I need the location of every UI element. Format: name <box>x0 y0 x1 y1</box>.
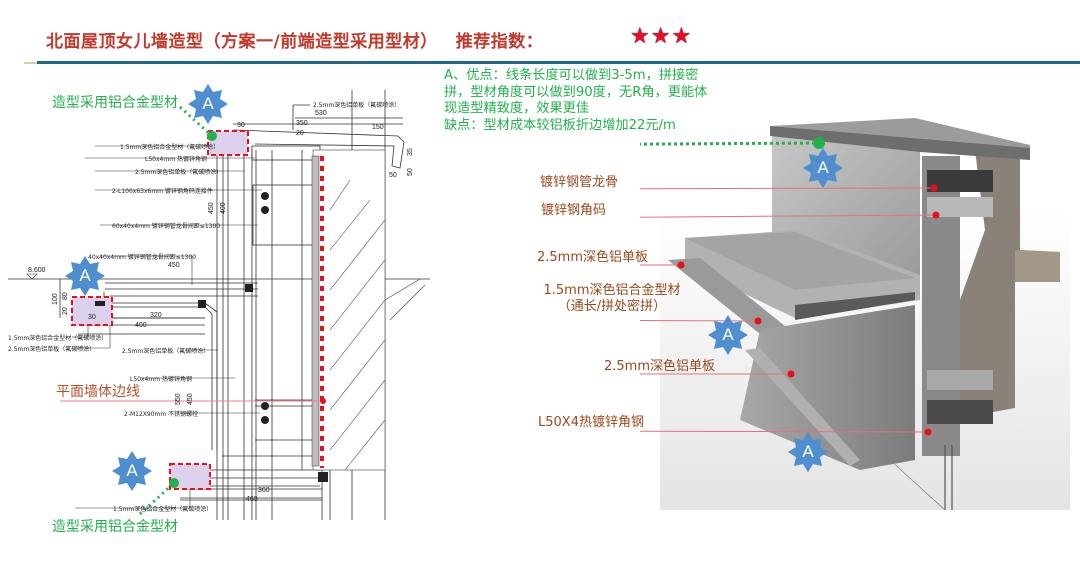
green-callout-bottom <box>138 481 176 516</box>
cad-note: 2.5mm深色铝单板（氟碳喷涂） <box>135 169 223 176</box>
badge-a-icon: A <box>803 148 843 188</box>
cad-note: 1.5mm深色铝合金型材（氟碳喷涂） <box>113 506 213 513</box>
badge-letter: A <box>722 325 734 344</box>
badge-letter: A <box>817 158 829 177</box>
dimension-label: 460 <box>246 496 258 503</box>
dimension-label: 360 <box>258 487 270 494</box>
cad-note: 2-M12X90mm 不锈钢螺栓 <box>124 411 199 418</box>
pros-line: 拼，型材角度可以做到90度，无R角，更能体 <box>444 84 708 100</box>
cad-note: 2-L100x63x6mm 镀锌钢角码连接件 <box>112 188 213 195</box>
cad-note: 2.5mm深色铝单板（氟碳喷涂） <box>8 346 96 353</box>
callout-top-profile: 造型采用铝合金型材 <box>52 95 178 111</box>
cad-note: 2.5mm深色铝单板（氟碳喷涂） <box>313 102 401 109</box>
dimension-label: 530 <box>315 110 327 117</box>
label-galvanized-angle-code: 镀锌钢角码 <box>541 203 607 218</box>
dimension-label: 30 <box>237 122 245 129</box>
level-mark: 8.600 <box>28 267 46 274</box>
header-rule <box>37 61 1080 64</box>
dimension-label: 450 <box>187 393 194 405</box>
cad-note: 1.5mm深色铝合金型材（氟碳喷涂） <box>120 144 220 151</box>
green-callout-top <box>178 105 214 138</box>
dimension-label: 50 <box>389 172 397 179</box>
pros-line: 现造型精致度，效果更佳 <box>444 101 590 116</box>
badge-a-icon: A <box>112 451 152 491</box>
cons-line: 缺点：型材成本较铝板折边增加22元/m <box>444 117 676 133</box>
pros-line: A、优点：线条长度可以做到3-5m，拼接密 <box>444 68 699 83</box>
label-aluminum-profile-line2: （通长/拼处密拼） <box>557 299 667 314</box>
dimension-label: 450 <box>208 202 215 214</box>
cad-note: 60x40x4mm 镀锌钢管龙骨间距≤1300 <box>112 223 221 230</box>
cad-note: 40x40x4mm 镀锌钢管龙骨间距≤1300 <box>88 254 197 261</box>
render-3d-illustration <box>640 118 1070 511</box>
label-aluminum-profile-line1: 1.5mm深色铝合金型材 <box>543 283 681 298</box>
title-text: 北面屋顶女儿墙造型（方案一/前端造型采用型材） <box>46 32 438 52</box>
dimension-label: 50 <box>407 168 414 176</box>
badge-a-icon: A <box>65 256 105 296</box>
dimension-label: 400 <box>220 202 227 214</box>
dimension-label: 350 <box>296 120 308 127</box>
rating-label: 推荐指数： <box>455 32 544 52</box>
profile-highlight-mid <box>71 296 113 326</box>
badge-letter: A <box>79 266 91 285</box>
dimension-label: 450 <box>168 262 180 269</box>
tray-edge-profile <box>668 258 790 334</box>
dimension-label: 550 <box>175 393 182 405</box>
badge-letter: A <box>802 442 814 461</box>
badge-letter: A <box>126 461 138 480</box>
callout-bottom-profile: 造型采用铝合金型材 <box>52 519 178 535</box>
top-cap <box>770 126 1030 160</box>
label-hot-dip-angle-steel: L50X4热镀锌角钢 <box>538 415 644 430</box>
level-marker-icon <box>26 273 38 280</box>
badge-a-icon: A <box>788 432 828 472</box>
insulation-strip <box>311 155 320 467</box>
cad-note: 1.5mm深色铝合金型材（氟碳喷涂） <box>8 335 108 342</box>
badge-a-icon: A <box>188 84 228 124</box>
cad-note: L50x4mm 热镀锌角钢 <box>145 156 207 163</box>
wall-edge-dot <box>320 398 326 404</box>
dimension-label: 100 <box>52 293 59 305</box>
label-galvanized-tube-keel: 镀锌钢管龙骨 <box>540 175 619 190</box>
dimension-label: 20 <box>296 130 304 137</box>
badge-a-icon: A <box>708 315 748 355</box>
dimension-label: 150 <box>372 124 384 131</box>
callout-wall-edge: 平面墙体边线 <box>56 384 140 400</box>
label-aluminum-profile: 1.5mm深色铝合金型材 （通长/拼处密拼） <box>527 283 697 315</box>
page-title: 北面屋顶女儿墙造型（方案一/前端造型采用型材） 推荐指数： <box>46 27 543 52</box>
label-aluminum-panel-top: 2.5mm深色铝单板 <box>537 250 649 265</box>
dimension-label: 400 <box>135 322 147 329</box>
cad-note: 2.5mm深色铝单板（氟碳喷涂） <box>122 348 210 355</box>
dimension-label: 320 <box>150 312 162 319</box>
pros-cons-text: A、优点：线条长度可以做到3-5m，拼接密 拼，型材角度可以做到90度，无R角，… <box>444 68 764 134</box>
label-aluminum-panel-bottom: 2.5mm深色铝单板 <box>604 359 716 374</box>
lower-panel <box>740 305 915 470</box>
cad-note: L50x4mm 热镀锌角钢 <box>130 376 192 383</box>
dimension-label: 20 <box>62 307 69 315</box>
header-rule-accent <box>24 62 37 64</box>
badge-letter: A <box>202 94 214 113</box>
dimension-label: 30 <box>88 314 96 321</box>
cad-section-drawing <box>8 90 430 520</box>
rating-stars: ★★★ <box>630 24 693 49</box>
profile-highlight-top <box>207 130 249 156</box>
dimension-label: 35 <box>407 148 414 156</box>
